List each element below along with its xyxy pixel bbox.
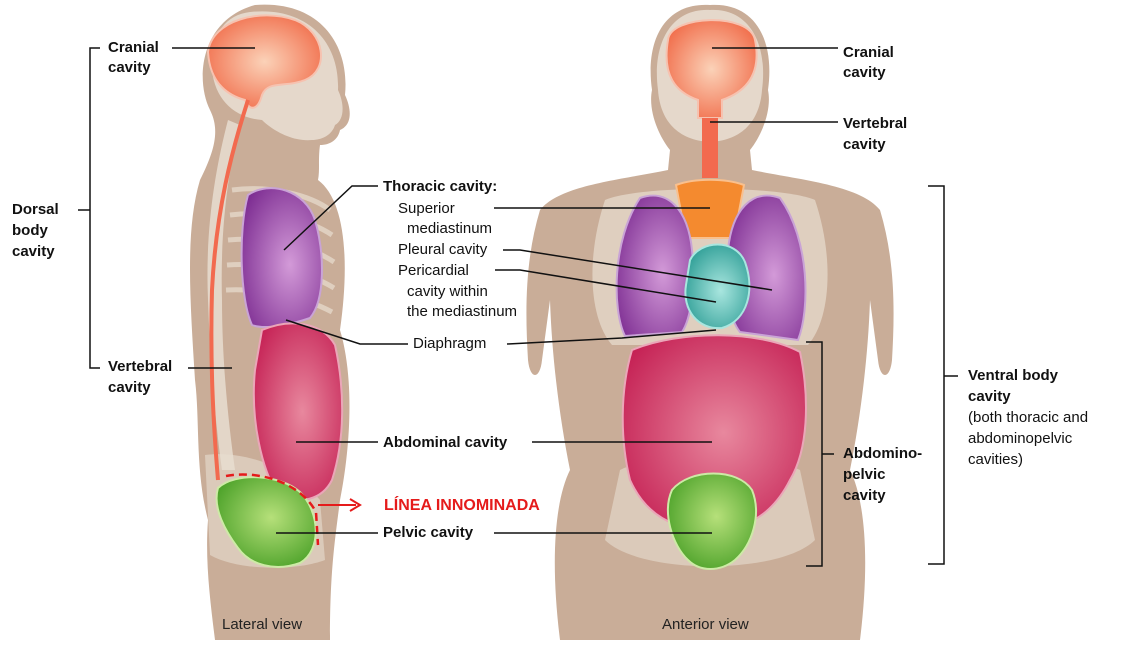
lateral-abdominal-cavity (252, 322, 344, 501)
label-linea-innominada: LÍNEA INNOMINADA (384, 497, 540, 514)
label-pericardial-2: cavity within (407, 283, 488, 300)
label-cranial-right-2: cavity (843, 64, 886, 81)
linea-innominada-dashed (225, 473, 320, 546)
label-abdominal: Abdominal cavity (383, 434, 508, 451)
caption-anterior-view: Anterior view (662, 616, 749, 633)
linea-innominada-arrow (318, 498, 362, 512)
label-superior-1: Superior (398, 200, 455, 217)
label-dorsal-2: body (12, 222, 48, 239)
label-thoracic: Thoracic cavity: (383, 178, 498, 195)
label-pericardial-3: the mediastinum (407, 303, 518, 320)
anterior-pelvic-cavity (667, 472, 757, 570)
label-vertebral-left-1: Vertebral (108, 358, 173, 375)
label-vertebral-left-2: cavity (108, 379, 151, 396)
label-abdomino-1: Abdomino- (843, 445, 923, 462)
lateral-cranial-cavity (206, 14, 322, 109)
label-abdomino-3: cavity (843, 487, 886, 504)
anterior-cavities (615, 19, 807, 570)
leader-lines (78, 47, 958, 567)
anterior-abdominal-cavity (621, 334, 807, 532)
label-cranial-left-1: Cranial (108, 39, 159, 56)
label-cranial-left-2: cavity (108, 59, 151, 76)
label-cranial-right-1: Cranial (843, 44, 894, 61)
anterior-cranial-cavity (665, 19, 758, 119)
label-dorsal-3: cavity (12, 243, 55, 260)
pleural-cavity-left (615, 194, 695, 338)
label-ventral-5: cavities) (968, 451, 1024, 468)
label-ventral-4: abdominopelvic (968, 430, 1073, 447)
dorsal-bracket (78, 47, 100, 369)
label-vertebral-right-2: cavity (843, 136, 886, 153)
label-pelvic: Pelvic cavity (383, 524, 474, 541)
label-ventral-1: Ventral body (968, 367, 1059, 384)
label-pleural: Pleural cavity (398, 241, 488, 258)
lateral-pelvic-cavity (215, 476, 317, 568)
label-abdomino-2: pelvic (843, 466, 886, 483)
lateral-cavities (206, 14, 344, 568)
caption-lateral-view: Lateral view (222, 616, 303, 633)
label-ventral-3: (both thoracic and (968, 409, 1089, 426)
label-diaphragm: Diaphragm (413, 335, 487, 352)
label-dorsal-1: Dorsal (12, 201, 59, 218)
label-superior-2: mediastinum (407, 220, 493, 237)
ventral-bracket (928, 185, 958, 565)
label-ventral-2: cavity (968, 388, 1011, 405)
abdominopelvic-bracket (806, 341, 834, 567)
label-vertebral-right-1: Vertebral (843, 115, 908, 132)
anterior-vertebral-canal (702, 118, 718, 178)
lateral-spinal-canal (209, 99, 250, 481)
pericardial-cavity (684, 243, 751, 330)
label-pericardial-1: Pericardial (398, 262, 469, 279)
lateral-thoracic-cavity (240, 187, 323, 328)
